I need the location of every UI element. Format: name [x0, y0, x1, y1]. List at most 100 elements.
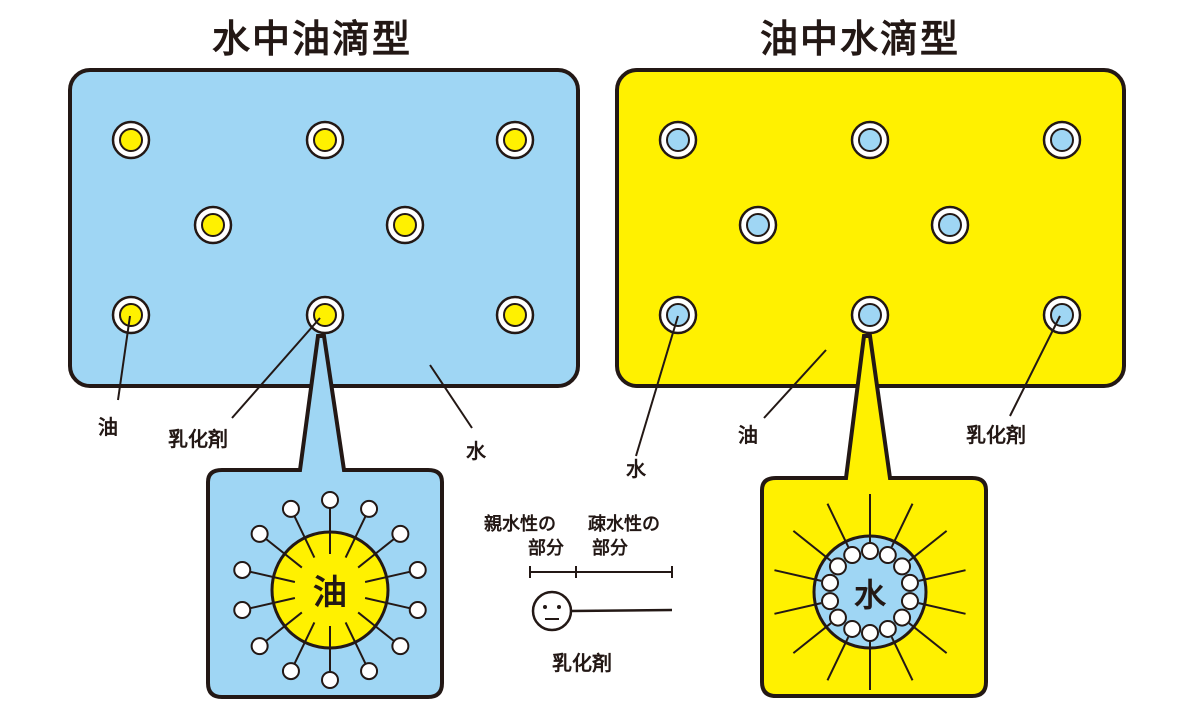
emulsifier-tail — [357, 536, 397, 569]
water-droplet — [746, 213, 770, 237]
emulsifier-head — [821, 592, 840, 611]
oil-droplet — [503, 303, 527, 327]
emulsifier-tail — [890, 636, 914, 681]
molecule-tail — [570, 608, 673, 613]
emulsifier-head — [893, 557, 912, 576]
emulsifier-head — [233, 560, 252, 579]
label-emulsifier-left: 乳化剤 — [168, 427, 228, 451]
water-droplet — [1050, 128, 1074, 152]
leader-line-emulsifier-r — [1009, 315, 1061, 417]
legend-hydrophobic-line1: 疎水性の — [588, 513, 660, 535]
oil-droplet — [503, 128, 527, 152]
zoom-label-oil: 油 — [313, 573, 347, 613]
emulsifier-head — [250, 637, 269, 656]
label-oil-right: 油 — [738, 423, 758, 447]
emulsifier-head — [321, 491, 339, 509]
water-droplet — [1050, 303, 1074, 327]
emulsifier-tail — [247, 570, 296, 583]
oil-droplet — [119, 303, 143, 327]
oil-droplet — [313, 128, 337, 152]
emulsifier-head — [360, 499, 379, 518]
label-water-left: 水 — [466, 439, 487, 463]
leader-line-emulsifier — [231, 317, 321, 419]
emulsifier-head — [408, 560, 427, 579]
smiley-head-icon — [531, 590, 573, 632]
emulsifier-head — [408, 601, 427, 620]
emulsifier-head — [861, 624, 879, 642]
emulsifier-tail — [292, 622, 316, 667]
water-micelle — [774, 494, 966, 690]
emulsifier-tail — [263, 611, 303, 644]
emulsifier-tail — [247, 597, 296, 610]
emulsifier-head — [233, 601, 252, 620]
oil-droplet — [119, 128, 143, 152]
emulsifier-head — [360, 662, 379, 681]
title-water-in-oil: 油中水滴型 — [760, 17, 961, 61]
emulsifier-head — [828, 557, 847, 576]
zoom-label-water: 水 — [854, 576, 887, 614]
emulsifier-tail — [292, 513, 316, 558]
emulsifier-tail — [826, 636, 850, 681]
label-water-right: 水 — [626, 457, 647, 481]
leader-line-oil — [117, 315, 131, 401]
emulsifier-tail — [908, 530, 948, 562]
oil-droplet — [393, 213, 417, 237]
water-droplet — [666, 303, 690, 327]
emulsifier-tail — [792, 622, 832, 654]
oil-droplet — [313, 303, 337, 327]
legend-hydrophilic-line2: 部分 — [528, 537, 564, 559]
emulsifier-head — [893, 608, 912, 627]
emulsifier-head — [878, 546, 897, 565]
emulsifier-tail — [364, 570, 413, 583]
emulsifier-tail — [344, 622, 368, 667]
emulsifier-tail — [918, 602, 966, 615]
emulsifier-tail — [908, 622, 948, 654]
emulsifier-head — [321, 671, 339, 689]
emulsifier-head — [281, 499, 300, 518]
title-oil-in-water: 水中油滴型 — [212, 17, 413, 61]
emulsifier-head — [900, 592, 919, 611]
emulsifier-tail — [918, 569, 966, 582]
legend-caption: 乳化剤 — [552, 651, 612, 675]
emulsifier-head — [878, 619, 897, 638]
oil-droplets — [111, 120, 535, 335]
oil-micelle — [233, 491, 427, 689]
emulsifier-head — [281, 662, 300, 681]
emulsifier-tail — [890, 503, 914, 548]
water-droplet — [858, 128, 882, 152]
emulsifier-tail — [364, 597, 413, 610]
label-emulsifier-right: 乳化剤 — [966, 423, 1026, 447]
emulsifier-head — [391, 637, 410, 656]
emulsifier-head — [828, 608, 847, 627]
emulsifier-head — [843, 619, 862, 638]
water-droplet — [666, 128, 690, 152]
leader-line-oil-r — [763, 349, 827, 419]
emulsifier-tail — [826, 503, 850, 548]
emulsifier-tail — [792, 530, 832, 562]
oil-droplet — [201, 213, 225, 237]
water-droplet — [858, 303, 882, 327]
label-oil-left: 油 — [98, 415, 118, 439]
water-droplets — [658, 120, 1082, 335]
emulsifier-head — [843, 546, 862, 565]
emulsifier-head — [391, 524, 410, 543]
emulsifier-tail — [774, 569, 822, 582]
leader-line-water — [429, 364, 473, 429]
water-in-oil-panel — [615, 68, 1126, 698]
water-droplet — [938, 213, 962, 237]
emulsifier-tail — [344, 513, 368, 558]
leader-line-water-r — [635, 315, 679, 457]
emulsifier-tail — [263, 536, 303, 569]
emulsifier-head — [900, 573, 919, 592]
emulsifier-legend: 親水性の 部分 疎水性の 部分 乳化剤 — [484, 513, 673, 675]
smiley-eye-left — [543, 605, 547, 609]
emulsifier-head — [250, 524, 269, 543]
emulsifier-head — [861, 542, 879, 560]
oil-in-water-panel — [68, 68, 580, 699]
legend-hydrophobic-line2: 部分 — [592, 537, 628, 559]
legend-hydrophilic-line1: 親水性の — [484, 513, 556, 535]
emulsifier-head — [821, 573, 840, 592]
smiley-eye-right — [557, 605, 561, 609]
emulsifier-tail — [357, 611, 397, 644]
